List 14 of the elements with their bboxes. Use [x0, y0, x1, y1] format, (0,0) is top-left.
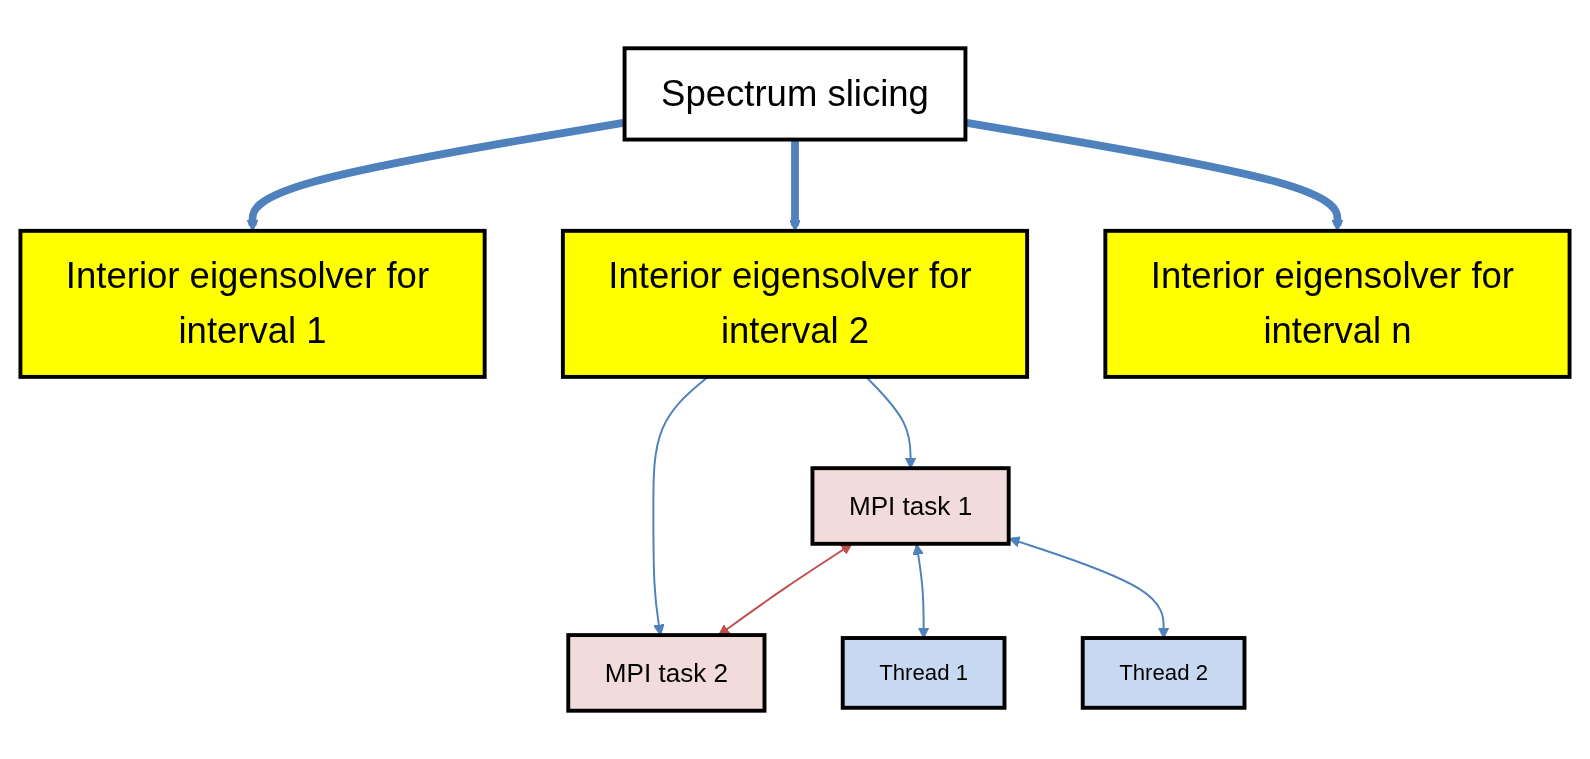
node-box: Interior eigensolver for interval 2: [560, 228, 1030, 379]
arrow: [964, 118, 1344, 232]
node-box: MPI task 1: [810, 466, 1011, 546]
node-box: MPI task 2: [566, 633, 767, 713]
arrow: [718, 543, 853, 636]
node-box: Interior eigensolver for interval 1: [18, 228, 487, 379]
node-box: Thread 1: [840, 636, 1007, 710]
node-box: Thread 2: [1080, 636, 1247, 710]
arrow: [912, 543, 930, 639]
node-box: Interior eigensolver for interval n: [1103, 228, 1572, 379]
arrow: [246, 118, 626, 232]
arrow: [1008, 536, 1170, 639]
arrow: [789, 139, 801, 232]
node-box: Spectrum slicing: [622, 46, 968, 142]
